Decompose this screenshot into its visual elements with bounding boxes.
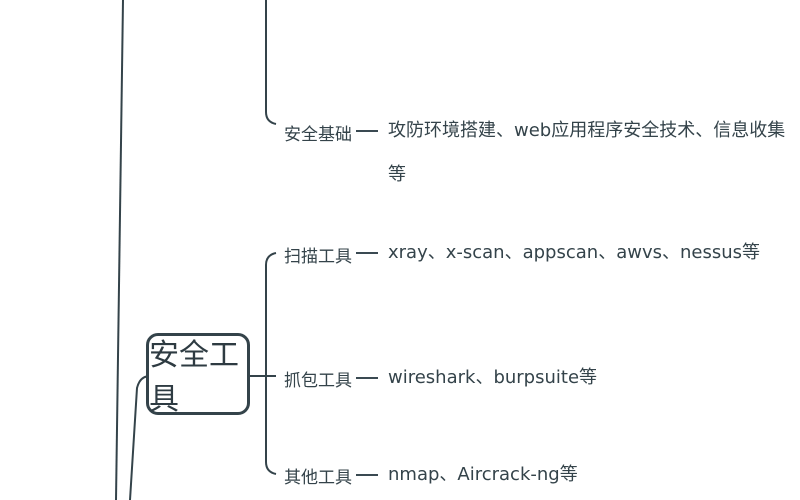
subtopic-scan-tools[interactable]: 扫描工具 [284,247,352,267]
subtopic-capture-tools[interactable]: 抓包工具 [284,371,352,391]
content-scan-tools: xray、x-scan、appscan、awvs、nessus等 [388,242,760,263]
content-other-tools: nmap、Aircrack-ng等 [388,464,578,485]
bracket-basic [265,0,277,125]
content-capture-tools: wireshark、burpsuite等 [388,367,598,388]
dash-connector [356,130,378,132]
subtopic-security-basics[interactable]: 安全基础 [284,125,352,145]
content-security-basics-cont: 等 [388,164,406,185]
subtopic-other-tools[interactable]: 其他工具 [284,468,352,488]
trunk-line-outer [115,0,124,500]
bracket-tools [265,252,277,475]
topic-security-tools[interactable]: 安全工具 [146,333,250,417]
topic-security-tools-label: 安全工具 [149,338,239,417]
dash-connector [356,377,378,379]
content-security-basics: 攻防环境搭建、web应用程序安全技术、信息收集 [388,120,786,141]
dash-connector [356,252,378,254]
dash-connector [356,474,378,476]
